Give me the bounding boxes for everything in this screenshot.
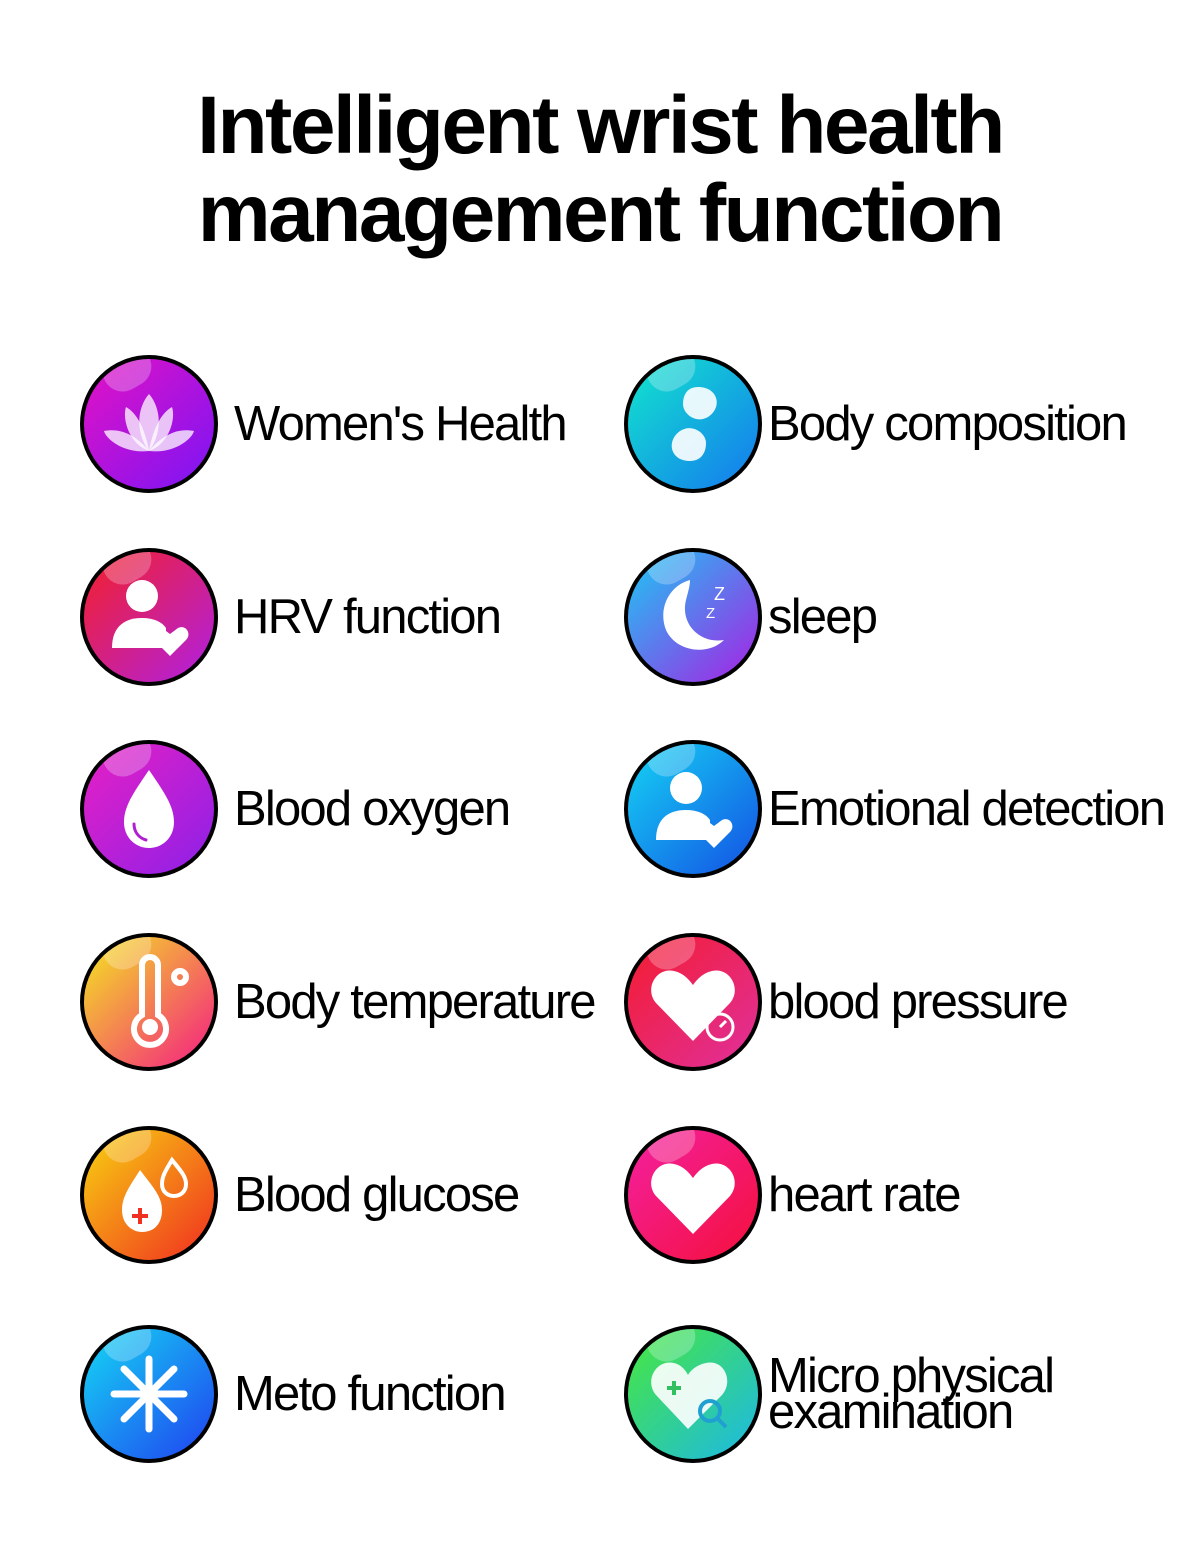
page-title: Intelligent wrist health management func… (0, 82, 1200, 258)
feature-label: Micro physical examination (768, 1349, 1055, 1439)
feature-label: sleep (768, 590, 878, 644)
heart-icon (624, 1126, 762, 1264)
feature-label: heart rate (768, 1168, 962, 1222)
feature-label: Blood oxygen (234, 782, 511, 836)
feature-meto-function: Meto function (80, 1325, 507, 1463)
feature-women-s-health: Women's Health (80, 355, 568, 493)
feature-label: Body composition (768, 397, 1128, 451)
feature-body-composition: Body composition (624, 355, 1128, 493)
feature-micro-physical-examination: Micro physical examination (624, 1325, 1098, 1463)
feature-blood-pressure: blood pressure (624, 933, 1069, 1071)
feature-emotional-detection: Emotional detection (624, 740, 1166, 878)
feature-label: Body temperature (234, 975, 597, 1029)
thermometer-icon (80, 933, 218, 1071)
lotus-icon (80, 355, 218, 493)
feature-label: blood pressure (768, 975, 1069, 1029)
title-line-2: management function (197, 168, 1005, 259)
body-composition-icon (624, 355, 762, 493)
glucose-drop-icon (80, 1126, 218, 1264)
feature-label: HRV function (234, 590, 502, 644)
feature-label: Women's Health (234, 397, 568, 451)
heart-search-icon (624, 1325, 762, 1463)
feature-heart-rate: heart rate (624, 1126, 962, 1264)
feature-label: Blood glucose (234, 1168, 520, 1222)
feature-blood-glucose: Blood glucose (80, 1126, 520, 1264)
feature-blood-oxygen: Blood oxygen (80, 740, 511, 878)
drop-icon (80, 740, 218, 878)
person-heart-icon (80, 548, 218, 686)
feature-body-temperature: Body temperature (80, 933, 597, 1071)
person-heart-icon (624, 740, 762, 878)
snowflake-icon (80, 1325, 218, 1463)
title-line-1: Intelligent wrist health (197, 80, 1005, 171)
svg-text:Z: Z (714, 584, 725, 604)
svg-text:Z: Z (706, 605, 715, 622)
feature-label: Emotional detection (768, 782, 1166, 836)
feature-hrv-function: HRV function (80, 548, 502, 686)
heart-gauge-icon (624, 933, 762, 1071)
feature-label: Meto function (234, 1367, 507, 1421)
